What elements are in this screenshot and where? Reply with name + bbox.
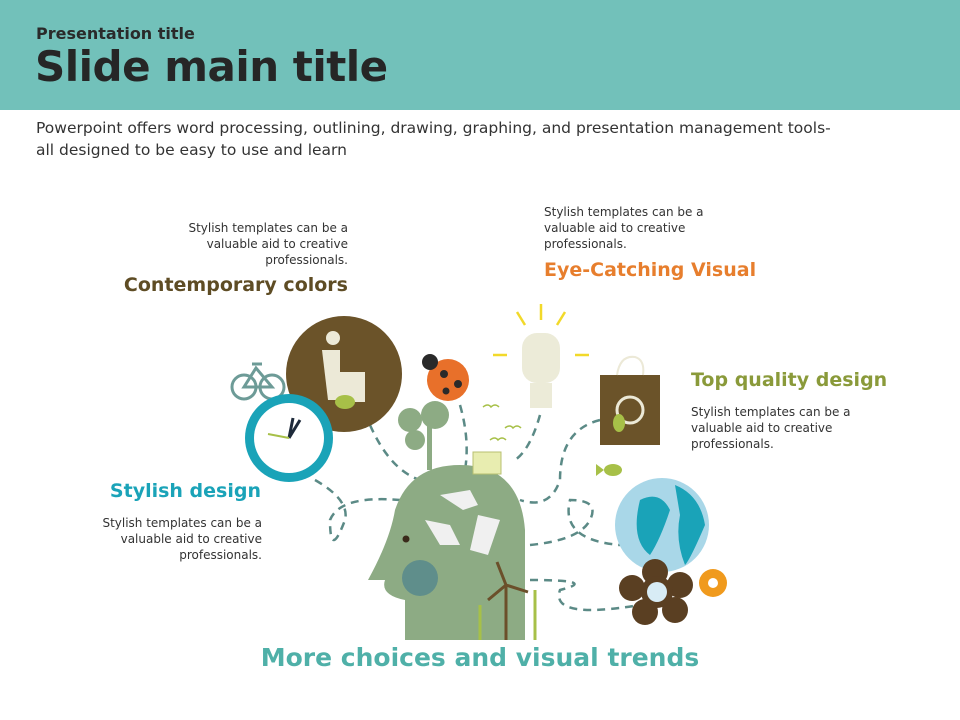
top-quality-title: Top quality design — [691, 369, 888, 391]
header-banner: Presentation title Slide main title — [0, 0, 960, 110]
eye-catching-body: Stylish templates can be a valuable aid … — [544, 205, 704, 251]
stylish-design-title: Stylish design — [109, 480, 261, 502]
head-icon — [368, 465, 525, 640]
presentation-title: Presentation title — [36, 24, 195, 43]
contemporary-colors-title: Contemporary colors — [123, 274, 348, 296]
dashed-paths — [314, 404, 641, 612]
globe-icon — [615, 478, 709, 572]
shopping-bag-icon — [600, 355, 660, 445]
lightbulb-icon — [493, 304, 589, 408]
eye-catching-title: Eye-Catching Visual — [544, 259, 757, 281]
birds-icon — [482, 404, 522, 442]
fish-icon — [596, 464, 622, 476]
contemporary-colors-body: Stylish templates can be a valuable aid … — [188, 221, 348, 267]
tree-icon — [398, 401, 449, 470]
intro-text: Powerpoint offers word processing, outli… — [36, 119, 831, 159]
ladybug-icon — [422, 354, 469, 401]
slide-title: Slide main title — [35, 42, 388, 91]
footer-title: More choices and visual trends — [260, 643, 700, 672]
solar-panel-icon — [472, 451, 502, 475]
wind-turbines-icon — [478, 561, 537, 640]
stylish-design-body: Stylish templates can be a valuable aid … — [102, 516, 262, 562]
small-flower-icon — [699, 569, 727, 597]
top-quality-body: Stylish templates can be a valuable aid … — [691, 405, 851, 451]
flower-icon — [619, 559, 693, 625]
clock-icon — [245, 394, 333, 482]
bicycle-icon — [230, 362, 286, 401]
